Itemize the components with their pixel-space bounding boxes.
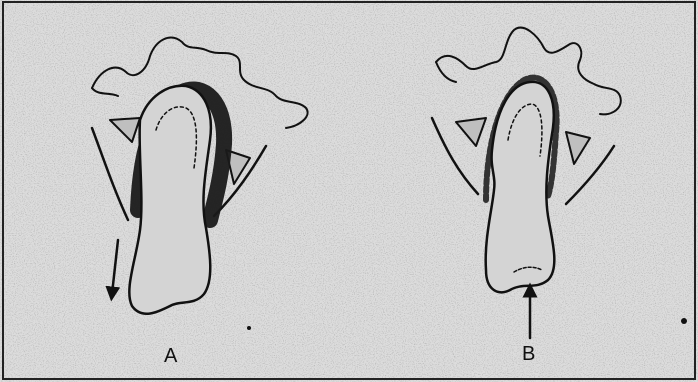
panel-b-label: B: [522, 343, 535, 366]
speck-mark: [681, 318, 687, 324]
panel-a-label: A: [164, 345, 177, 368]
speck-mark: [247, 326, 251, 330]
panel-a-tooth: [129, 86, 211, 314]
